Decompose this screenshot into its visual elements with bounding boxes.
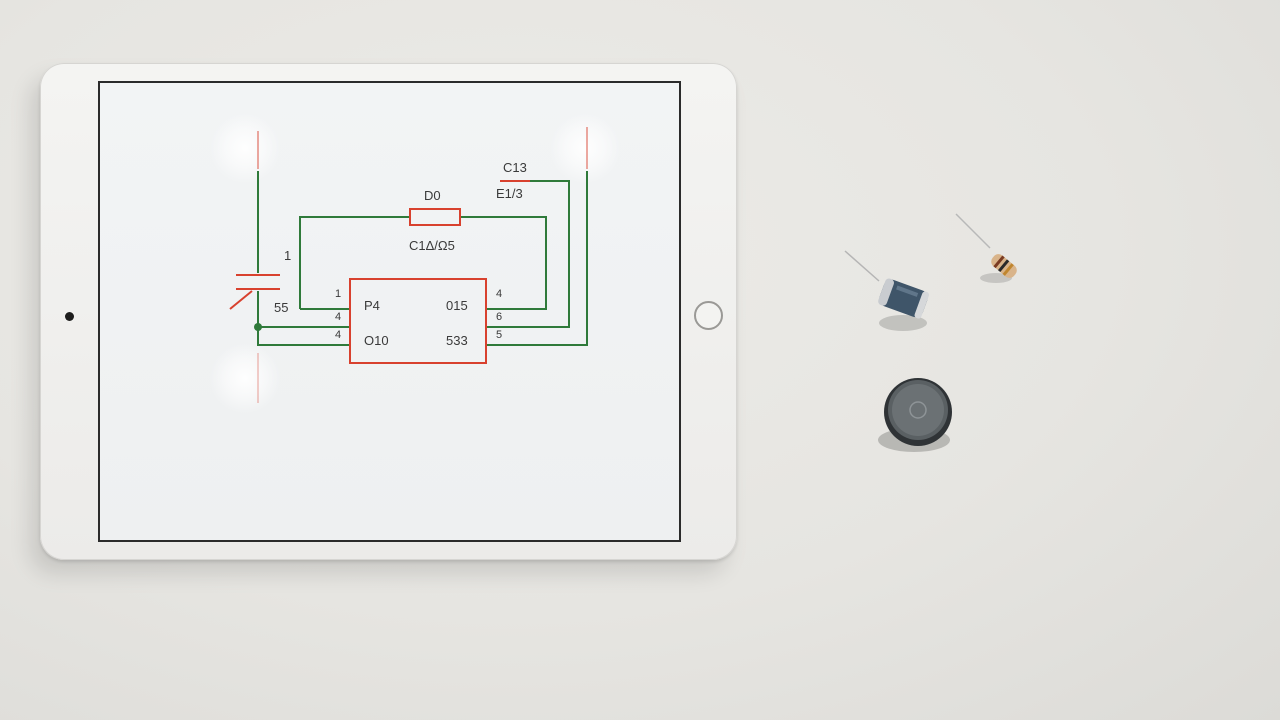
tablet-screen: C13 E1/3 D0 C1Δ/Ω5 1 55 P4 O10 015 533 1…	[98, 81, 681, 542]
wire	[486, 171, 588, 346]
ic-pin-number: 4	[335, 329, 342, 341]
ic-pin-number: 4	[335, 311, 342, 323]
wire	[257, 291, 350, 346]
label-c13: C13	[503, 160, 527, 175]
front-camera	[65, 312, 74, 321]
tablet: C13 E1/3 D0 C1Δ/Ω5 1 55 P4 O10 015 533 1…	[40, 63, 737, 560]
ic-pin-number: 1	[335, 288, 342, 300]
ic-pin-number: 5	[496, 329, 503, 341]
ic-chip	[349, 278, 487, 364]
wire	[299, 216, 410, 310]
capacitor-slash	[229, 290, 253, 310]
junction-dot	[254, 323, 262, 331]
wire	[460, 216, 547, 310]
screen-glare	[210, 343, 280, 413]
label-resistor-value: C1Δ/Ω5	[409, 238, 455, 253]
ic-pin-label: 015	[446, 298, 468, 313]
ic-pin-label: O10	[364, 333, 389, 348]
wire	[486, 180, 570, 328]
circuit-schematic	[229, 127, 588, 403]
label-resistor: D0	[424, 188, 441, 203]
resistor	[409, 208, 461, 226]
electrolytic-capacitor	[844, 250, 930, 331]
ic-pin-label: P4	[364, 298, 380, 313]
screen-glare	[210, 113, 280, 183]
ic-pin-label: 533	[446, 333, 468, 348]
label-e13: E1/3	[496, 186, 523, 201]
capacitor	[236, 274, 280, 290]
home-button[interactable]	[694, 301, 723, 330]
ic-pin-number: 4	[496, 288, 503, 300]
label-cap-2: 55	[274, 300, 289, 315]
ic-pin-number: 6	[496, 311, 503, 323]
resistor-component	[955, 213, 1017, 283]
screen-glare	[550, 113, 620, 183]
label-cap: 1	[284, 248, 292, 263]
buzzer-component	[878, 378, 952, 452]
